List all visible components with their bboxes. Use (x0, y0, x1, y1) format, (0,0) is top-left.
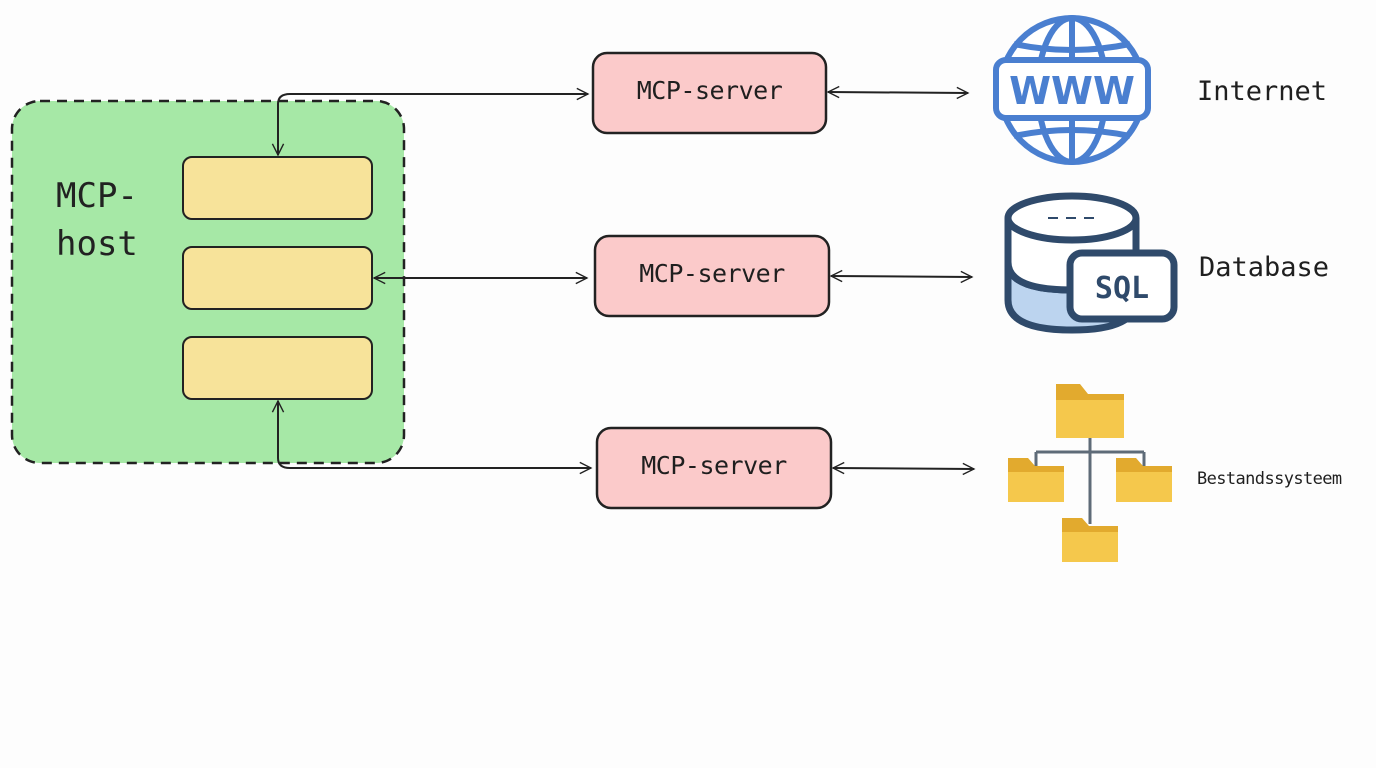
sql-text: SQL (1095, 271, 1149, 306)
connector-client1-server1 (278, 94, 588, 155)
mcp-host-label: MCP- host (56, 176, 138, 264)
connector-server3-filesystem (833, 468, 974, 469)
connector-server1-internet (828, 92, 968, 93)
mcp-server-label-3: MCP-server (641, 451, 787, 480)
connector-server2-database (831, 276, 972, 277)
mcp-server-label-1: MCP-server (636, 76, 783, 105)
mcp-client-2 (182, 246, 373, 310)
mcp-server-box-1 (591, 51, 828, 135)
sql-database-icon: SQL (1004, 192, 1178, 334)
mcp-client-1 (182, 156, 373, 220)
internet-label: Internet (1197, 76, 1328, 107)
database-label: Database (1199, 252, 1330, 283)
mcp-server-box-2 (593, 234, 831, 318)
www-text: WWW (1009, 69, 1135, 113)
globe-www-icon: WWW (993, 15, 1151, 165)
mcp-server-label-2: MCP-server (639, 259, 785, 288)
mcp-client-3 (182, 336, 373, 400)
bestandssysteem-label: Bestandssysteem (1197, 469, 1342, 489)
connector-client3-server3 (278, 401, 591, 468)
mcp-server-box-3 (595, 426, 833, 510)
folder-tree-icon (1008, 384, 1172, 562)
